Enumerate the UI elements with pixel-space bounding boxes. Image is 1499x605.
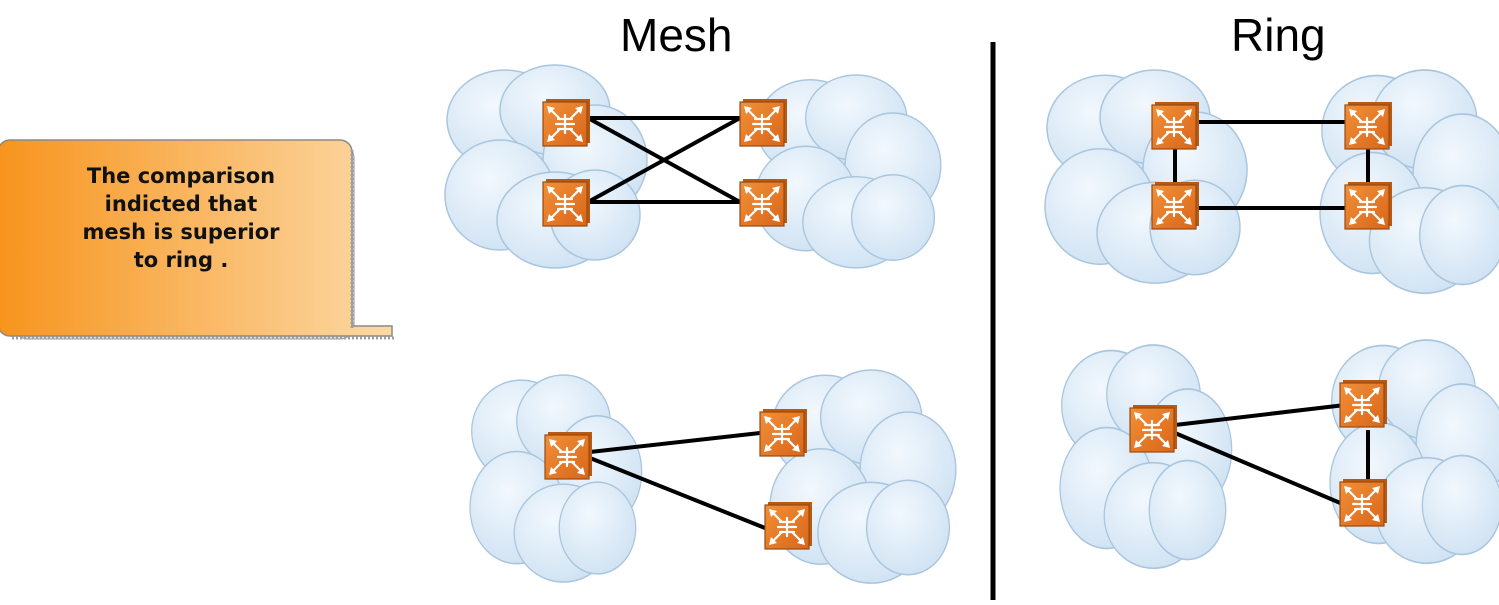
callout-line: to ring . xyxy=(133,248,229,272)
router-switch-icon xyxy=(541,177,592,228)
link xyxy=(589,431,761,454)
router-switch-icon xyxy=(541,97,592,148)
link xyxy=(589,456,766,530)
ring-bottom-diagram xyxy=(1059,339,1499,570)
network-cloud-icon xyxy=(1059,344,1233,570)
network-cloud-icon xyxy=(1044,69,1248,284)
router-switch-icon xyxy=(543,430,594,481)
callout-line: mesh is superior xyxy=(82,220,280,244)
ring-top-diagram xyxy=(1044,69,1499,295)
router-switch-icon xyxy=(1338,477,1389,528)
router-switch-icon xyxy=(1150,180,1201,231)
link xyxy=(1174,431,1346,507)
network-cloud-icon xyxy=(1329,339,1499,565)
router-switch-icon xyxy=(1343,180,1394,231)
router-switch-icon xyxy=(1150,100,1201,151)
router-switch-icon xyxy=(763,500,814,551)
router-switch-icon xyxy=(1338,378,1389,429)
link xyxy=(1174,403,1346,427)
network-cloud-icon xyxy=(1319,69,1499,295)
router-switch-icon xyxy=(758,407,809,458)
router-switch-icon xyxy=(1343,100,1394,151)
router-switch-icon xyxy=(738,177,789,228)
callout-line: The comparison xyxy=(86,164,276,188)
callout-text: The comparison indicted that mesh is sup… xyxy=(22,162,340,274)
link xyxy=(587,116,741,204)
network-cloud-icon xyxy=(444,64,648,269)
callout-line: indicted that xyxy=(104,192,258,216)
mesh-top-diagram xyxy=(444,64,942,269)
ring-title: Ring xyxy=(1231,9,1326,61)
callout-box xyxy=(0,139,396,340)
network-cloud-icon xyxy=(769,369,957,584)
router-switch-icon xyxy=(1128,403,1179,454)
mesh-title: Mesh xyxy=(620,9,733,61)
mesh-bottom-diagram xyxy=(469,369,957,584)
router-switch-icon xyxy=(738,97,789,148)
